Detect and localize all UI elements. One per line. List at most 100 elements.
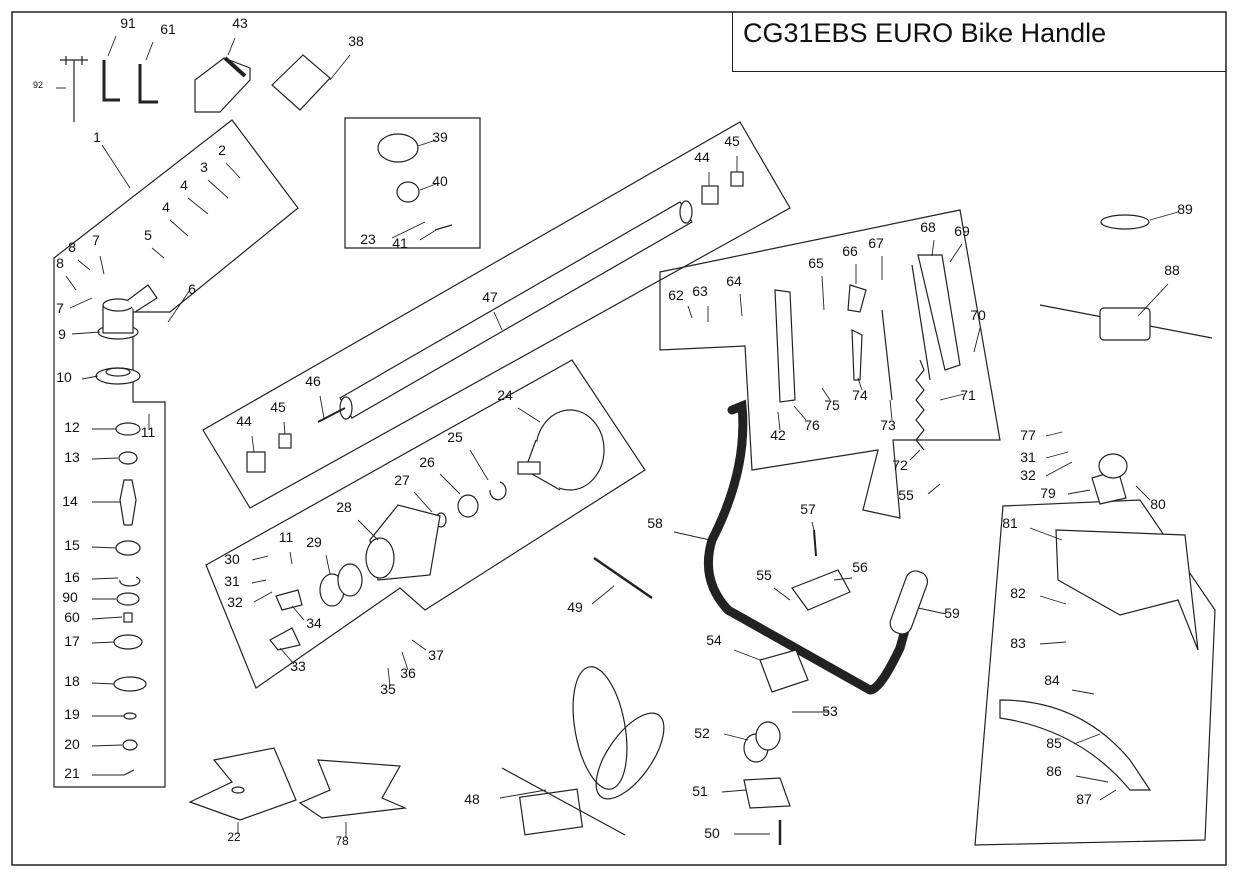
leader-line-60 — [91, 616, 123, 620]
part-label-72: 72 — [892, 457, 908, 473]
leader-line-87 — [1099, 789, 1117, 801]
collar-60 — [123, 612, 133, 623]
part-label-59: 59 — [944, 605, 960, 621]
part-label-33: 33 — [290, 658, 306, 674]
part-label-61: 61 — [160, 21, 176, 37]
trimmer-head — [1099, 307, 1151, 341]
part-label-83: 83 — [1010, 635, 1026, 651]
part-label-43: 43 — [232, 15, 248, 31]
part-label-6: 6 — [188, 281, 196, 297]
shoulder-pad — [194, 57, 251, 113]
bolt-41 — [434, 224, 453, 231]
leader-line-55a — [927, 483, 941, 495]
leader-line-8a — [77, 259, 91, 271]
leader-line-74 — [857, 377, 863, 391]
bushing-44-top — [701, 185, 719, 205]
clamp-51 — [743, 777, 791, 809]
bearing-90 — [116, 592, 140, 606]
leader-line-31a — [251, 579, 267, 584]
part-label-75: 75 — [824, 397, 840, 413]
part-label-11a: 11 — [141, 424, 156, 440]
part-label-55a: 55 — [898, 487, 914, 503]
part-label-57: 57 — [800, 501, 816, 517]
grip-59 — [889, 570, 929, 635]
hex-key-61 — [138, 64, 158, 104]
leader-line-85 — [1073, 733, 1101, 745]
leader-line-3 — [207, 179, 229, 199]
leader-line-52 — [723, 733, 749, 741]
part-label-23: 23 — [360, 231, 376, 247]
leader-line-56 — [833, 577, 853, 581]
leader-line-1 — [101, 144, 131, 189]
part-label-19: 19 — [64, 706, 80, 722]
part-label-87: 87 — [1076, 791, 1092, 807]
spring-72 — [915, 359, 925, 451]
part-label-26: 26 — [419, 454, 435, 470]
clamp-40 — [396, 181, 420, 203]
part-label-16: 16 — [64, 569, 80, 585]
leader-line-34 — [291, 605, 305, 621]
leader-line-82 — [1039, 595, 1067, 605]
leader-line-64 — [739, 293, 743, 317]
t-wrench — [60, 56, 88, 122]
throttle-body — [774, 289, 796, 403]
leader-line-79 — [1067, 489, 1091, 495]
throttle-group-frame — [659, 209, 1001, 519]
part-label-8b: 8 — [56, 255, 64, 271]
leader-line-62 — [687, 305, 693, 319]
leader-line-45b — [283, 421, 286, 435]
bushing-44-bottom — [246, 451, 266, 473]
leader-line-84 — [1071, 689, 1095, 695]
circlip-25 — [489, 481, 507, 501]
part-label-53: 53 — [822, 703, 838, 719]
part-label-52: 52 — [694, 725, 710, 741]
leader-line-51 — [721, 789, 747, 793]
part-label-58: 58 — [647, 515, 663, 531]
part-label-40: 40 — [432, 173, 448, 189]
part-label-21: 21 — [64, 765, 80, 781]
shaft-14 — [119, 479, 137, 526]
leader-line-58 — [673, 531, 711, 541]
part-label-35: 35 — [380, 681, 396, 697]
part-label-4a: 4 — [180, 177, 188, 193]
blade-78 — [298, 759, 408, 819]
leader-line-80 — [1135, 485, 1151, 501]
part-label-46: 46 — [305, 373, 321, 389]
part-label-41: 41 — [392, 235, 408, 251]
part-label-30: 30 — [224, 551, 240, 567]
washer-19 — [123, 712, 137, 720]
part-label-85: 85 — [1046, 735, 1062, 751]
part-label-62: 62 — [668, 287, 684, 303]
part-label-77: 77 — [1020, 427, 1036, 443]
part-label-14: 14 — [62, 493, 78, 509]
part-label-78: 78 — [335, 834, 349, 848]
part-label-47: 47 — [482, 289, 498, 305]
switch-wire-73 — [881, 309, 893, 401]
leader-line-24 — [517, 407, 541, 423]
part-label-92: 92 — [33, 80, 43, 90]
leader-line-7a — [99, 255, 105, 275]
part-label-3: 3 — [200, 159, 208, 175]
leader-line-88 — [1137, 283, 1169, 317]
part-label-22: 22 — [227, 830, 241, 844]
leader-line-59 — [917, 607, 947, 615]
part-label-79: 79 — [1040, 485, 1056, 501]
part-label-86: 86 — [1046, 763, 1062, 779]
hex-key-91 — [102, 60, 120, 102]
leader-line-57 — [811, 521, 815, 531]
part-label-71: 71 — [960, 387, 976, 403]
part-label-10: 10 — [56, 369, 72, 385]
bushing-45-top — [730, 171, 744, 187]
washer-89 — [1100, 214, 1150, 230]
part-label-64: 64 — [726, 273, 742, 289]
leader-line-44b — [251, 435, 255, 453]
part-label-42: 42 — [770, 427, 786, 443]
handle-clamp-56 — [791, 569, 851, 611]
clutch-group-frame — [205, 359, 646, 689]
shaft-group-frame — [202, 121, 791, 509]
part-label-80: 80 — [1150, 496, 1166, 512]
leader-line-5 — [151, 247, 165, 259]
part-label-67: 67 — [868, 235, 884, 251]
part-label-32a: 32 — [227, 594, 243, 610]
leader-line-55b — [773, 587, 791, 601]
